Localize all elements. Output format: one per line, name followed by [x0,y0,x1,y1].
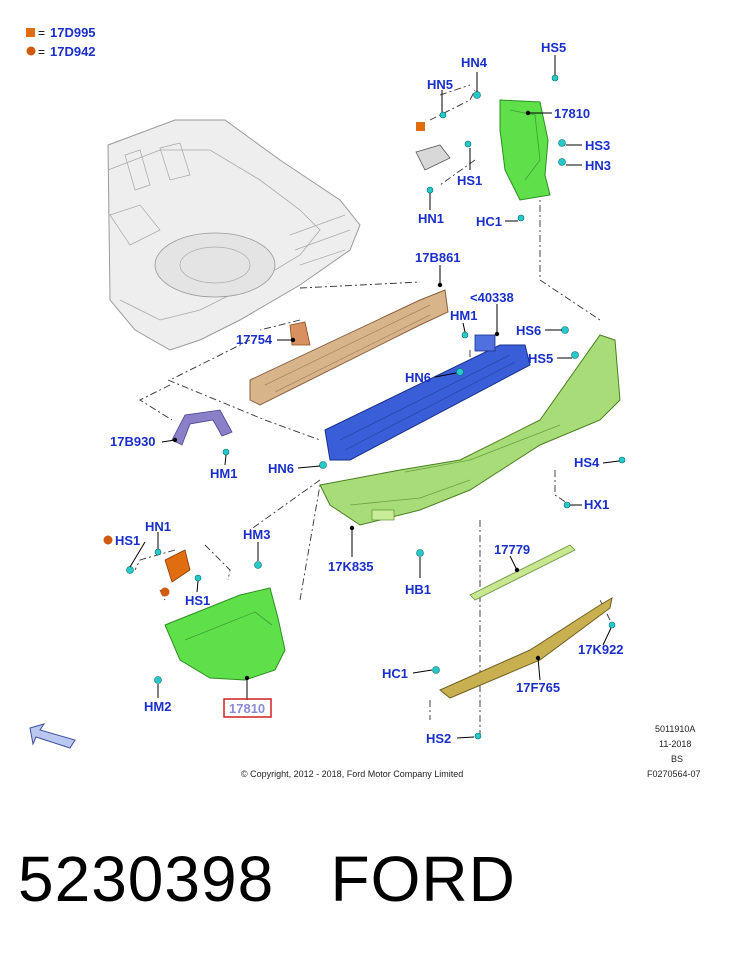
clip-hs1-top [464,140,472,148]
vehicle-rear-floor [107,119,361,351]
orange-circle-marker-2 [160,587,170,597]
label-hs5-mid: HS5 [528,351,553,366]
label-hc1-top: HC1 [476,214,502,229]
clip-hm3 [254,561,262,569]
small-lower-bracket [103,535,191,597]
label-hs2: HS2 [426,731,451,746]
legend: = 17D995 = 17D942 [26,25,96,59]
exploded-parts-diagram: = 17D995 = 17D942 [26,25,701,779]
clip-hn1-low [154,548,162,556]
clip-hb1 [416,549,424,557]
label-hn3: HN3 [585,158,611,173]
label-17754: 17754 [236,332,273,347]
clip-hn5 [439,111,447,119]
label-40338: <40338 [470,290,514,305]
ref-initials: BS [671,754,683,764]
highlight-box [223,698,272,718]
clip-hn6-mid [456,368,464,376]
clip-hs5-mid [571,351,579,359]
label-hm2: HM2 [144,699,171,714]
orange-square-marker [416,122,425,131]
clip-hs2 [474,732,482,740]
clip-hs4 [618,456,626,464]
clip-hn3 [558,158,566,166]
bumper-cover-17k835 [319,334,621,526]
legend-equals-2: = [38,45,45,59]
label-hs1-low: HS1 [185,593,210,608]
clip-hc1-low [432,666,440,674]
view-direction-arrow-icon [29,723,76,749]
clip-17k922 [608,621,616,629]
clip-hc1-top [517,214,525,222]
upper-bracket-17810 [499,99,551,201]
legend-square-icon [26,28,35,37]
label-17810-boxed: 17810 [229,701,265,716]
clip-hs5-top [551,74,559,82]
label-hm1-mid: HM1 [450,308,477,323]
copyright-text: © Copyright, 2012 - 2018, Ford Motor Com… [241,769,463,779]
legend-square-code: 17D995 [50,25,96,40]
label-17b861: 17B861 [415,250,461,265]
label-17k835: 17K835 [328,559,374,574]
leader-lines [129,55,620,739]
label-17b930: 17B930 [110,434,156,449]
ref-date: 11-2018 [659,739,691,749]
brand-name: FORD [330,843,516,915]
label-hn1-top: HN1 [418,211,444,226]
clip-hm2 [154,676,162,684]
trim-strip-17779 [469,544,576,601]
label-17f765: 17F765 [516,680,560,695]
legend-equals-1: = [38,26,45,40]
clip-hs3 [558,139,566,147]
clip-hs1-low [194,574,202,582]
orange-circle-marker-1 [103,535,113,545]
corner-cover-17810 [164,587,286,681]
label-hm3: HM3 [243,527,270,542]
label-hs1-left: HS1 [115,533,140,548]
label-hs4: HS4 [574,455,600,470]
label-17779: 17779 [494,542,530,557]
label-17810-top: 17810 [554,106,590,121]
label-hs5-top: HS5 [541,40,566,55]
lower-trim-17f765 [439,597,613,699]
leader-dots [172,110,541,681]
ref-code: 5011910A [655,724,695,734]
clip-hx1 [563,501,571,509]
clip-hm1-left [222,448,230,456]
label-hn1-low: HN1 [145,519,171,534]
label-hn6-mid: HN6 [405,370,431,385]
bracket-17b930 [171,409,233,446]
clip-hs1-left [126,566,134,574]
clip-hn1-top [426,186,434,194]
label-17k922: 17K922 [578,642,624,657]
clip-hs6 [561,326,569,334]
label-hx1: HX1 [584,497,609,512]
label-hm1-left: HM1 [210,466,237,481]
label-hn6-low: HN6 [268,461,294,476]
bumper-beam-40338 [324,334,531,461]
label-hs3: HS3 [585,138,610,153]
ref-figure: F0270564-07 [647,769,701,779]
label-hs6: HS6 [516,323,541,338]
part-caption: 5230398 FORD [18,842,516,916]
fasteners [126,74,626,740]
legend-circle-code: 17D942 [50,44,96,59]
reference-info: 5011910A 11-2018 BS F0270564-07 © Copyri… [241,724,701,779]
clip-hm1-mid [461,331,469,339]
label-hn5: HN5 [427,77,453,92]
label-hn4: HN4 [461,55,488,70]
part-number: 5230398 [18,843,275,915]
small-upper-bracket [415,122,451,171]
clip-hn4 [473,91,481,99]
legend-circle-icon [26,46,36,56]
label-hs1-top: HS1 [457,173,482,188]
label-hc1-low: HC1 [382,666,408,681]
label-hb1: HB1 [405,582,431,597]
callout-labels: HN4 HS5 HN5 17810 HS3 HN3 HS1 HN1 HC1 17… [110,40,624,746]
clip-hn6-low [319,461,327,469]
assembly-lines [134,84,611,740]
